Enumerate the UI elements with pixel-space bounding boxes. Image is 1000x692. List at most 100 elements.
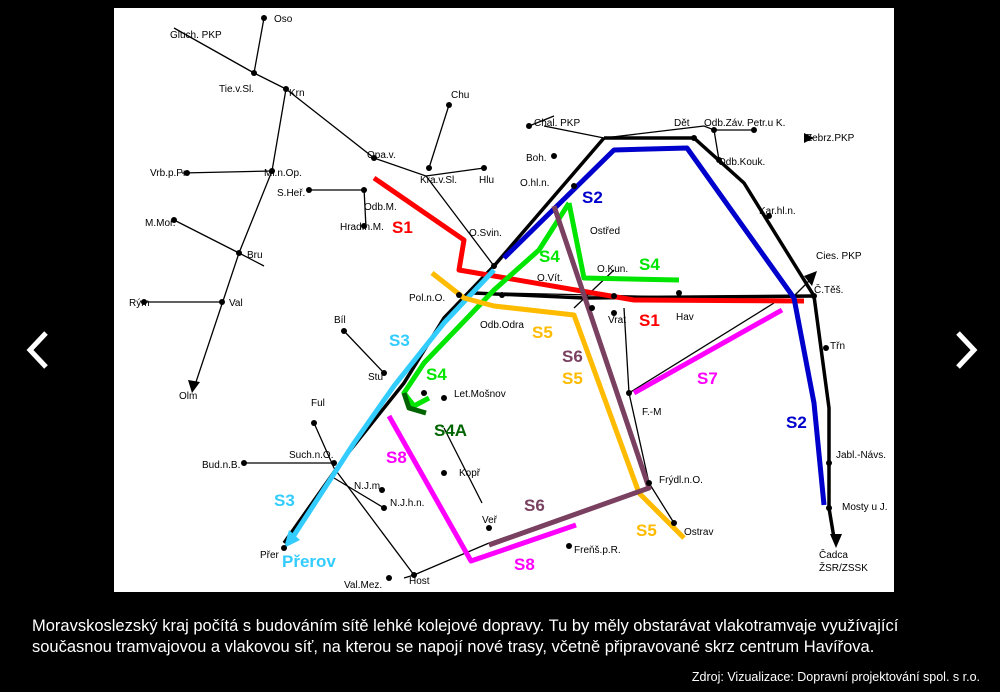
station-label: Frýdl.n.O. (659, 475, 703, 486)
route-label: S8 (514, 555, 535, 574)
station-label: Ful (311, 398, 325, 409)
station-label: Stu (368, 372, 383, 383)
station-label: Vrat (608, 315, 626, 326)
previous-image-button[interactable] (18, 325, 58, 375)
station-label: Ostrav (684, 527, 713, 538)
arrow-prerov (284, 530, 300, 548)
station-label: M.Mor. (145, 218, 176, 229)
route-S6 (488, 205, 652, 548)
station-label: Dět (674, 118, 690, 129)
route-S4A (401, 392, 427, 416)
station-label: Č.Těš. (814, 283, 843, 296)
station-label: Kopř (459, 468, 481, 479)
route-S4-branch (566, 202, 680, 283)
route-label: Přerov (282, 552, 336, 571)
station-label: Oso (274, 14, 293, 25)
route-label: S6 (524, 496, 545, 515)
image-caption: Moravskoslezský kraj počítá s budováním … (32, 617, 899, 656)
chevron-left-icon (26, 331, 48, 369)
route-S2 (502, 145, 827, 506)
station-label: Přer (260, 550, 280, 561)
station-label: O.Kun. (597, 264, 628, 275)
station-label: Such.n.O. (289, 450, 333, 461)
station-label: Cies. PKP (816, 251, 862, 262)
route-S8 (386, 414, 577, 564)
image-source-credit: Zdroj: Vizualizace: Dopravní projektován… (691, 670, 980, 684)
station-label: O.Vít. (537, 273, 563, 284)
route-label: S7 (697, 369, 718, 388)
station-label: Boh. (526, 153, 547, 164)
station-label: Odb.M. (364, 202, 397, 213)
station-label: N.J.h.n. (390, 498, 424, 509)
route-labels: S1 S1 S2 S2 S3 S3 S4 S4 S4 S4A S5 S5 S5 … (274, 188, 807, 574)
route-label: S3 (389, 331, 410, 350)
station-label: O.hl.n. (520, 178, 549, 189)
station-label: Bíl (334, 315, 346, 326)
station-label: Let.Mošnov (454, 389, 506, 400)
station-label: Hrad.n.M. (340, 222, 384, 233)
route-S4-main (401, 201, 572, 409)
station-dots (141, 15, 832, 581)
station-label: Chal. PKP (534, 118, 580, 129)
route-label: S2 (582, 188, 603, 207)
station-label: Val.Mez. (344, 580, 382, 591)
station-label: Opa.v. (367, 150, 396, 161)
station-label: Mi.n.Op. (264, 168, 302, 179)
station-label: Hlu (479, 175, 494, 186)
station-label: Kra.v.Sl. (420, 175, 457, 186)
station-label: Zebrz.PKP (806, 133, 855, 144)
route-S1 (372, 175, 805, 304)
route-label: S1 (392, 218, 413, 237)
chevron-right-icon (956, 331, 978, 369)
station-label: Rým (129, 298, 150, 309)
station-label: Olm (179, 391, 197, 402)
station-label: Hav (676, 312, 694, 323)
route-label: S4 (639, 255, 660, 274)
station-label: N.J.m. (354, 481, 383, 492)
station-label: Bud.n.B. (202, 460, 240, 471)
station-label: Vrb.p.Pr (150, 168, 187, 179)
route-label: S1 (639, 311, 660, 330)
route-S7 (632, 307, 784, 396)
station-label: Gluch. PKP (170, 30, 222, 41)
route-label: S5 (532, 323, 553, 342)
station-label: Val (229, 298, 243, 309)
station-label: Ostřed (590, 226, 620, 237)
station-label: F.-M (642, 407, 661, 418)
arrowheads (188, 133, 842, 548)
route-label: S8 (386, 448, 407, 467)
station-label: Mosty u J. (842, 502, 888, 513)
route-label: S3 (274, 491, 295, 510)
route-label: S6 (562, 347, 583, 366)
station-label: Tie.v.Sl. (219, 84, 254, 95)
station-label: Odb.Odra (480, 320, 524, 331)
station-label: Odb.Záv. (704, 118, 744, 129)
station-label: S.Heř. (277, 188, 305, 199)
station-label: Host (409, 576, 430, 587)
station-label: Chu (451, 90, 469, 101)
station-label: Třn (830, 341, 845, 352)
rail-network-diagram: S1 S1 S2 S2 S3 S3 S4 S4 S4 S4A S5 S5 S5 … (129, 14, 888, 591)
route-S3 (286, 268, 496, 545)
station-label: O.Svin. (469, 228, 502, 239)
next-image-button[interactable] (946, 325, 986, 375)
station-label: Petr.u K. (747, 118, 785, 129)
route-label: S4A (434, 421, 467, 440)
station-label: Jabl.-Návs. (836, 450, 886, 461)
route-label: S5 (562, 369, 583, 388)
station-label: Kar.hl.n. (759, 206, 796, 217)
colored-routes (286, 145, 827, 564)
route-label: S5 (636, 521, 657, 540)
station-labels: Oso Gluch. PKP Tie.v.Sl. Krn Chu Vrb.p.P… (129, 14, 888, 591)
station-label: ŽSR/ZSSK (819, 561, 868, 574)
station-label: Čadca (819, 548, 848, 561)
station-label: Krn (289, 88, 305, 99)
station-label: Bru (247, 250, 263, 261)
route-label: S2 (786, 413, 807, 432)
route-label: S4 (426, 365, 447, 384)
rail-network-map: S1 S1 S2 S2 S3 S3 S4 S4 S4 S4A S5 S5 S5 … (114, 8, 894, 592)
route-label: S4 (539, 247, 560, 266)
station-label: Freňš.p.R. (574, 545, 621, 556)
station-label: Odb.Kouk. (718, 157, 765, 168)
station-label: Veř (482, 515, 498, 526)
